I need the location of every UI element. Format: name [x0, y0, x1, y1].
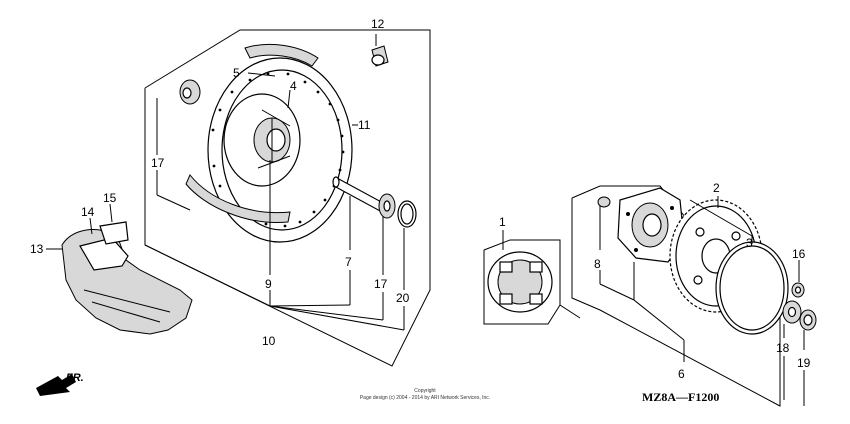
- leaders-right: [599, 196, 805, 406]
- callout-2: 2: [713, 181, 720, 195]
- leaders-cover: [46, 203, 113, 250]
- callout-4: 4: [290, 79, 297, 93]
- rear-wheel-rim[interactable]: [207, 57, 353, 243]
- callout-13: 13: [30, 242, 44, 256]
- diagram-code: MZ8A—F1200: [642, 390, 719, 404]
- chain-cover[interactable]: [61, 221, 193, 335]
- callout-10: 10: [262, 334, 276, 348]
- damper-frame: [483, 239, 581, 325]
- bearing-lower[interactable]: [378, 193, 396, 219]
- callout-7: 7: [345, 255, 352, 269]
- stud-bolt[interactable]: [597, 196, 611, 250]
- callout-17-upper: 17: [151, 156, 165, 170]
- callout-6: 6: [678, 367, 685, 381]
- large-o-ring[interactable]: [715, 241, 789, 335]
- callout-14: 14: [81, 205, 95, 219]
- callout-16: 16: [792, 247, 806, 261]
- callout-19: 19: [797, 356, 811, 370]
- bearing-18[interactable]: [782, 300, 802, 324]
- callout-1: 1: [499, 215, 506, 229]
- bearing-upper[interactable]: [179, 79, 201, 105]
- oil-seal-19[interactable]: [799, 309, 817, 331]
- direction-label: FR.: [66, 372, 84, 384]
- copyright-line-1: Copyright: [414, 388, 436, 394]
- wheel-damper[interactable]: [487, 251, 553, 313]
- callout-3: 3: [746, 236, 753, 250]
- callout-17-lower: 17: [374, 277, 388, 291]
- callout-12: 12: [371, 17, 385, 31]
- nut-16[interactable]: [791, 282, 805, 298]
- callout-9: 9: [265, 277, 272, 291]
- callout-15: 15: [103, 191, 117, 205]
- rim-strip-upper[interactable]: [244, 43, 319, 67]
- callout-20: 20: [396, 291, 410, 305]
- callout-5: 5: [233, 66, 240, 80]
- o-ring[interactable]: [397, 200, 417, 228]
- rim-strip-lower[interactable]: [185, 174, 291, 224]
- collar-12[interactable]: [371, 45, 389, 67]
- callout-11: 11: [358, 118, 371, 132]
- callout-18: 18: [776, 341, 790, 355]
- leaders-left: [156, 34, 405, 331]
- front-direction-arrow: FR.: [36, 372, 84, 396]
- wheel-group-frame: [144, 29, 431, 367]
- copyright-line-2: Page design (c) 2004 - 2014 by ARI Netwo…: [360, 395, 490, 401]
- callout-8: 8: [594, 257, 601, 271]
- callout-labels: 12 5 4 11 17 15 14 13 7 9 17 20 10 1 8 2…: [30, 17, 811, 381]
